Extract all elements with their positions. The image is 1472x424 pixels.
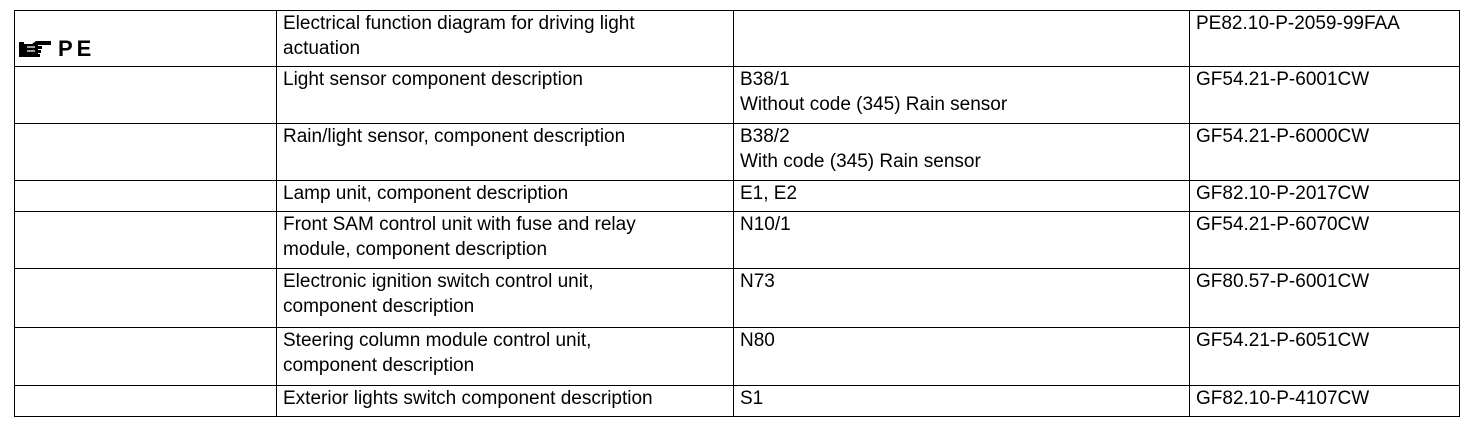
document-cell: GF82.10-P-4107CW <box>1189 384 1460 417</box>
component-cell: E1, E2 <box>733 179 1190 212</box>
pe-label: PE <box>58 36 96 61</box>
reference-table: PE Electrical function diagram for drivi… <box>14 10 1460 417</box>
component-cell <box>733 10 1190 67</box>
marker-cell <box>14 210 277 269</box>
description-cell: Electronic ignition switch control unit,… <box>276 267 734 328</box>
component-cell: N73 <box>733 267 1190 328</box>
table-row: Light sensor component description B38/1… <box>14 65 1460 124</box>
marker-cell: PE <box>14 10 277 67</box>
description-cell: Rain/light sensor, component description <box>276 122 734 181</box>
document-cell: GF54.21-P-6000CW <box>1189 122 1460 181</box>
component-cell: S1 <box>733 384 1190 417</box>
component-cell: B38/1 Without code (345) Rain sensor <box>733 65 1190 124</box>
document-cell: PE82.10-P-2059-99FAA <box>1189 10 1460 67</box>
component-cell: N10/1 <box>733 210 1190 269</box>
marker-cell <box>14 384 277 417</box>
description-cell: Exterior lights switch component descrip… <box>276 384 734 417</box>
document-cell: GF54.21-P-6051CW <box>1189 326 1460 386</box>
description-cell: Front SAM control unit with fuse and rel… <box>276 210 734 269</box>
table-row: Steering column module control unit, com… <box>14 326 1460 386</box>
component-cell: N80 <box>733 326 1190 386</box>
marker-cell <box>14 122 277 181</box>
table-row: PE Electrical function diagram for drivi… <box>14 10 1460 67</box>
document-cell: GF54.21-P-6001CW <box>1189 65 1460 124</box>
document-cell: GF54.21-P-6070CW <box>1189 210 1460 269</box>
table-row: Front SAM control unit with fuse and rel… <box>14 210 1460 269</box>
pe-marker: PE <box>18 36 95 61</box>
table-row: Rain/light sensor, component description… <box>14 122 1460 181</box>
table-row: Exterior lights switch component descrip… <box>14 384 1460 417</box>
table-row: Electronic ignition switch control unit,… <box>14 267 1460 328</box>
marker-cell <box>14 326 277 386</box>
marker-cell <box>14 65 277 124</box>
description-cell: Light sensor component description <box>276 65 734 124</box>
pointing-hand-icon <box>19 40 51 57</box>
description-cell: Steering column module control unit, com… <box>276 326 734 386</box>
component-cell: B38/2 With code (345) Rain sensor <box>733 122 1190 181</box>
description-cell: Electrical function diagram for driving … <box>276 10 734 67</box>
document-cell: GF82.10-P-2017CW <box>1189 179 1460 212</box>
table-row: Lamp unit, component description E1, E2 … <box>14 179 1460 212</box>
document-cell: GF80.57-P-6001CW <box>1189 267 1460 328</box>
description-cell: Lamp unit, component description <box>276 179 734 212</box>
marker-cell <box>14 179 277 212</box>
marker-cell <box>14 267 277 328</box>
